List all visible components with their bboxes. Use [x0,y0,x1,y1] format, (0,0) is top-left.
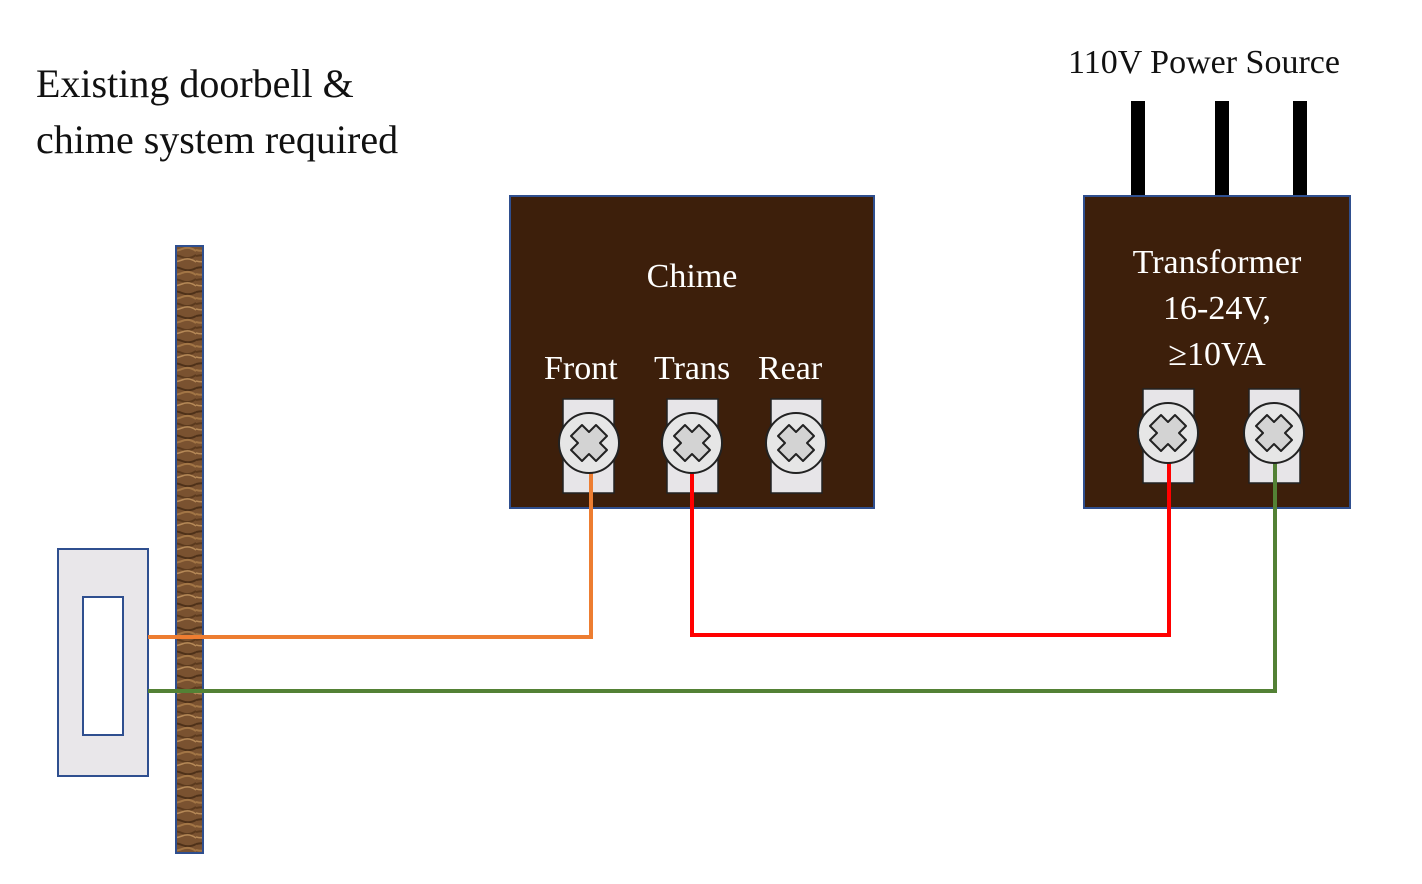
transformer-label: Transformer 16-24V, ≥10VA [1084,240,1350,378]
doorbell-button-icon [57,548,149,777]
transformer-box [1083,195,1351,509]
wood-stud-icon [175,245,204,854]
system-requirement-note: Existing doorbell & chime system require… [36,56,398,168]
wire-ground-green [148,460,1277,693]
power-source-label: 110V Power Source [1068,44,1340,81]
transformer-label-line-1: Transformer [1132,244,1302,281]
power-leads [1131,101,1307,197]
chime-terminal-label-front: Front [544,350,618,387]
phillips-screw-icon [1137,402,1199,464]
note-line-2: chime system required [36,117,399,162]
wire-trans-red [690,460,1171,637]
transformer-label-line-2: 16-24V, [1163,290,1271,327]
phillips-screw-icon [661,412,723,474]
phillips-screw-icon [1243,402,1305,464]
chime-terminal-label-rear: Rear [758,350,823,387]
note-line-1: Existing doorbell & [36,61,354,106]
chime-terminal-label-trans: Trans [654,350,731,387]
phillips-screw-icon [765,412,827,474]
chime-title: Chime [646,258,738,295]
wire-front-orange [148,470,593,639]
phillips-screw-icon [558,412,620,474]
transformer-label-line-3: ≥10VA [1168,336,1266,373]
